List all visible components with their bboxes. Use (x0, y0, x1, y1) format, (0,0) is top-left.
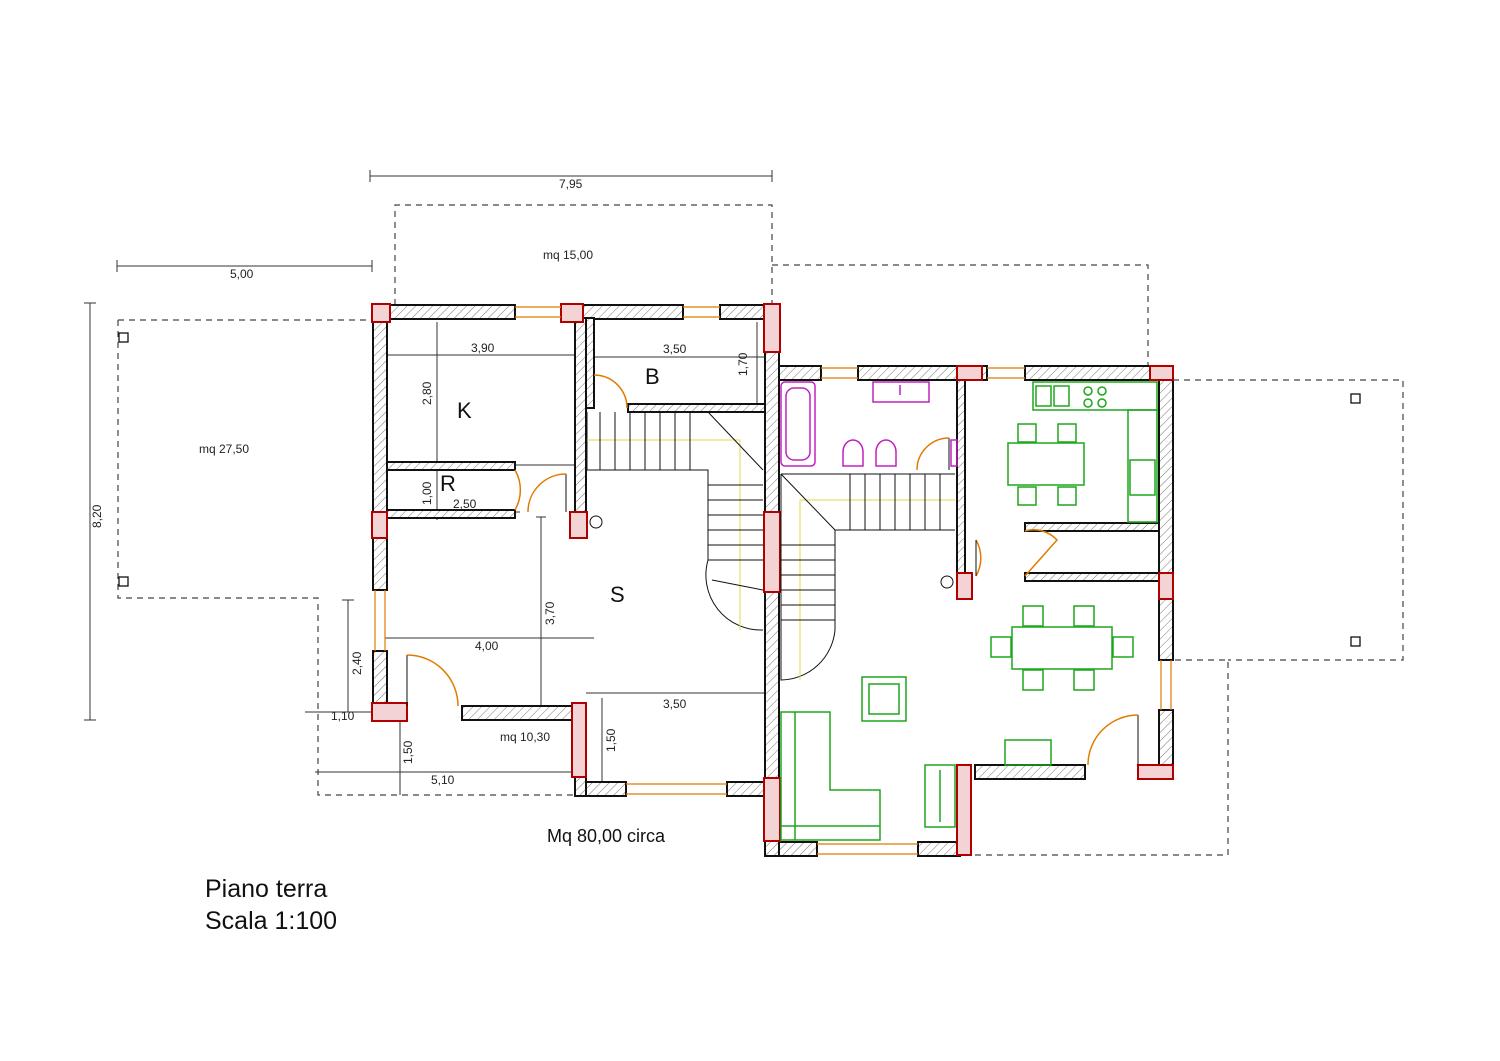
dim-r-height: 1,00 (420, 481, 434, 505)
area-porch-left: mq 27,50 (199, 442, 249, 456)
area-labels: mq 15,00 mq 27,50 mq 10,30 (199, 248, 593, 744)
dim-b-width: 3,50 (663, 342, 687, 356)
area-terrace-top: mq 15,00 (543, 248, 593, 262)
living-furniture (780, 605, 1134, 841)
dimension-lines (84, 170, 773, 795)
room-label-s: S (610, 582, 625, 607)
dimension-labels: 7,95 5,00 8,20 3,90 2,80 3,50 1,70 1,00 … (90, 177, 750, 787)
staircase-right (780, 473, 955, 681)
room-label-k: K (457, 398, 472, 423)
pillars (371, 303, 1174, 856)
caption-floor: Piano terra (205, 875, 328, 903)
dim-front-depth-b: 1,50 (604, 728, 618, 752)
dim-entrance-offset: 1,10 (331, 709, 355, 723)
room-label-r: R (440, 471, 456, 496)
caption-scale: Scala 1:100 (205, 907, 338, 935)
dim-porch-width: 5,00 (230, 267, 254, 281)
dim-stair-width: 3,50 (663, 697, 687, 711)
bathroom-fixtures (780, 381, 958, 467)
dim-b-height: 1,70 (736, 352, 750, 376)
room-label-b: B (645, 364, 660, 389)
dim-r-width: 2,50 (453, 497, 477, 511)
dim-s-height: 3,70 (543, 601, 557, 625)
windows (374, 306, 1172, 855)
dim-front-width: 5,10 (431, 773, 455, 787)
staircase-left (586, 411, 764, 631)
kitchen-furniture (1007, 381, 1158, 523)
doors (406, 374, 1139, 766)
dim-overall-height: 8,20 (90, 504, 104, 528)
area-entrance-front: mq 10,30 (500, 730, 550, 744)
dim-front-depth-a: 1,50 (401, 740, 415, 764)
dim-top-width: 7,95 (559, 177, 583, 191)
total-area: Mq 80,00 circa (547, 826, 666, 846)
dim-k-width: 3,90 (471, 341, 495, 355)
dim-s-width: 4,00 (475, 639, 499, 653)
room-labels: K B R S (440, 364, 660, 607)
dim-entrance-height: 2,40 (350, 651, 364, 675)
dim-k-height: 2,80 (420, 381, 434, 405)
outdoor-areas (117, 204, 1404, 856)
